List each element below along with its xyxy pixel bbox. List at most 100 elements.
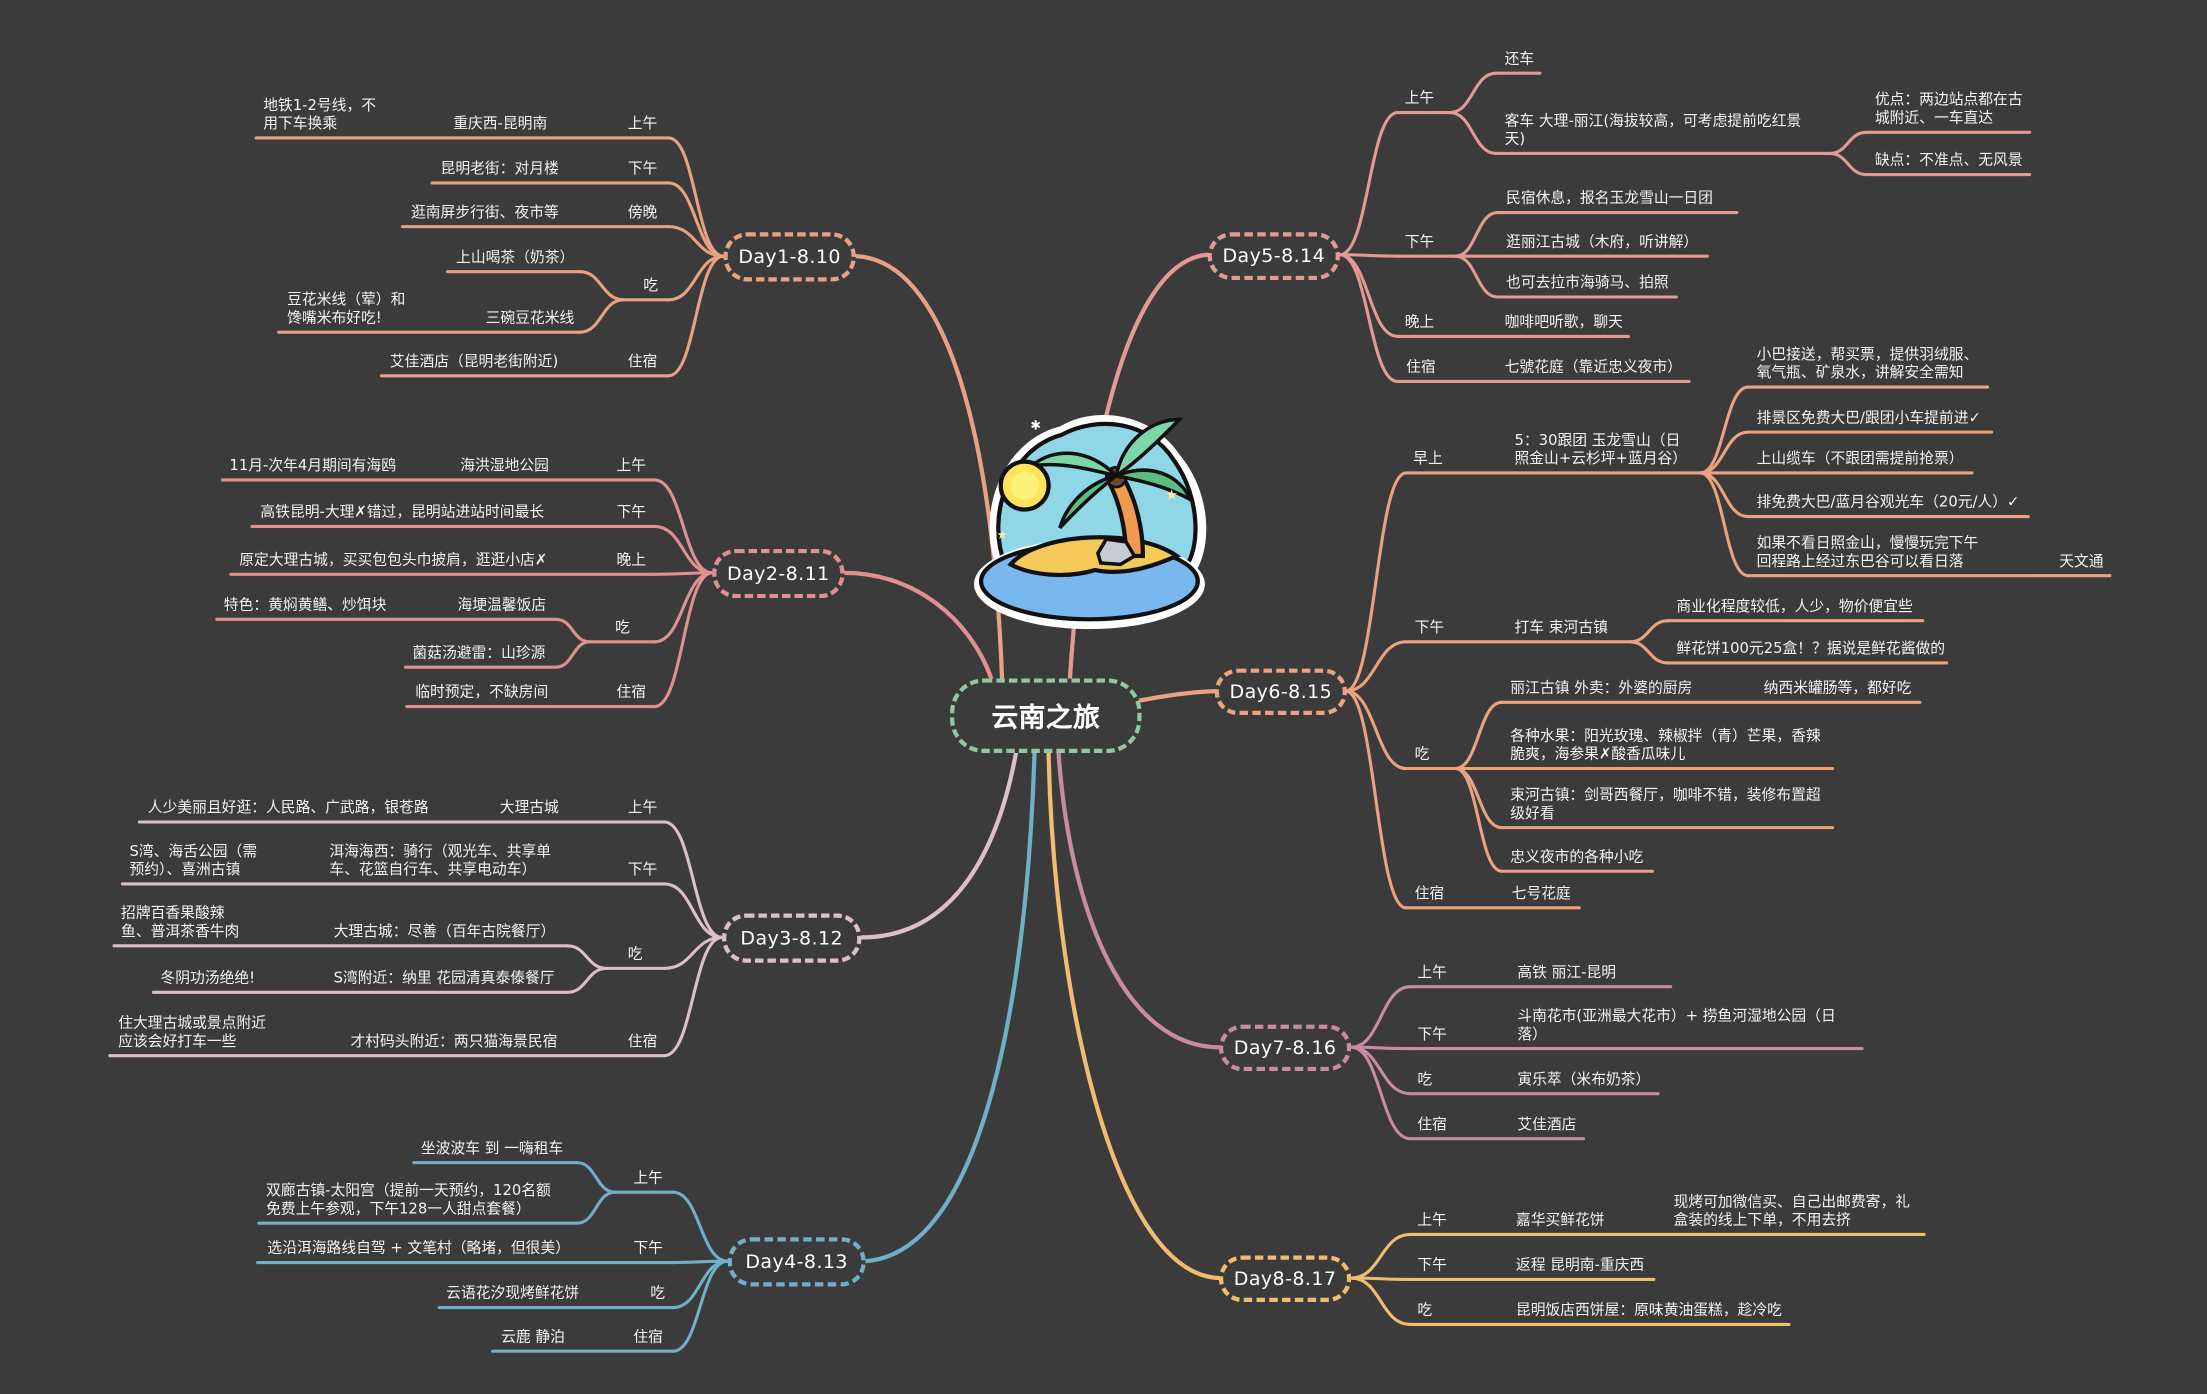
time-label[interactable]: 下午 (1417, 1026, 1447, 1043)
topic-text[interactable]: 高铁 丽江-昆明 (1517, 964, 1617, 982)
day-node-2[interactable]: Day2-8.11 (712, 548, 845, 599)
topic-text[interactable]: 高铁昆明-大理✗错过，昆明站进站时间最长 (260, 503, 545, 521)
detail-text[interactable]: 排免费大巴/蓝月谷观光车（20元/人）✓ (1756, 494, 2020, 511)
detail-text[interactable]: 缺点：不准点、无风景 (1874, 152, 2023, 169)
detail-text[interactable]: 小巴接送，帮买票，提供羽绒服、氧气瓶、矿泉水，讲解安全需知 (1756, 346, 1979, 382)
time-label[interactable]: 下午 (627, 861, 658, 879)
time-label[interactable]: 住宿 (633, 1328, 663, 1346)
note-text[interactable]: S湾、海舌公园（需预约）、喜洲古镇 (129, 843, 258, 879)
topic-text[interactable]: 返程 昆明南-重庆西 (1515, 1256, 1645, 1274)
time-label[interactable]: 下午 (627, 160, 658, 178)
topic-text[interactable]: 上山喝茶（奶茶） (456, 249, 575, 267)
day-node-8[interactable]: Day8-8.17 (1218, 1255, 1352, 1302)
detail-text[interactable]: 如果不看日照金山，慢慢玩完下午回程路上经过东巴谷可以看日落 (1756, 534, 1979, 571)
topic-text[interactable]: 大理古城：尽善（百年古院餐厅） (333, 923, 556, 941)
topic-text[interactable]: 原定大理古城，买买包包头巾披肩，逛逛小店✗ (239, 551, 548, 569)
time-label[interactable]: 晚上 (616, 551, 647, 569)
topic-text[interactable]: 七號花庭（靠近忠义夜市） (1504, 358, 1682, 376)
topic-text[interactable]: 大理古城 (499, 799, 559, 817)
topic-text[interactable]: 坐波波车 到 一嗨租车 (420, 1140, 564, 1157)
topic-text[interactable]: 打车 束河古镇 (1514, 619, 1608, 637)
topic-text[interactable]: 咖啡吧听歌，聊天 (1504, 313, 1623, 331)
time-label[interactable]: 住宿 (1417, 1116, 1447, 1134)
topic-text[interactable]: 丽江古镇 外卖：外婆的厨房 (1510, 679, 1693, 697)
time-label[interactable]: 吃 (650, 1285, 666, 1302)
note-text[interactable]: 住大理古城或景点附近应该会好打车一些 (118, 1014, 267, 1051)
topic-text[interactable]: 云语花汐现烤鲜花饼 (446, 1285, 580, 1302)
time-label[interactable]: 住宿 (1414, 885, 1445, 903)
note-text[interactable]: 纳西米罐肠等，都好吃 (1763, 679, 1912, 697)
time-label[interactable]: 下午 (616, 503, 647, 521)
note-text[interactable]: 豆花米线（荤）和馋嘴米布好吃! (287, 291, 406, 327)
topic-text[interactable]: 斗南花市(亚洲最大花市）+ 捞鱼河湿地公园（日落） (1517, 1007, 1836, 1043)
time-label[interactable]: 住宿 (627, 353, 658, 371)
topic-text[interactable]: 三碗豆花米线 (485, 309, 575, 327)
time-label[interactable]: 吃 (627, 945, 643, 963)
topic-text[interactable]: 昆明老街：对月楼 (440, 160, 559, 178)
note-text[interactable]: 冬阴功汤绝绝! (160, 969, 256, 987)
topic-text[interactable]: 重庆西-昆明南 (453, 115, 548, 133)
day-node-5[interactable]: Day5-8.14 (1207, 232, 1340, 281)
topic-text[interactable]: 菌菇汤避雷：山珍源 (412, 644, 546, 662)
topic-text[interactable]: 七号花庭 (1511, 885, 1571, 903)
time-label[interactable]: 吃 (1417, 1301, 1433, 1319)
time-label[interactable]: 上午 (1404, 90, 1435, 107)
time-label[interactable]: 上午 (633, 1169, 663, 1187)
time-label[interactable]: 吃 (615, 619, 630, 637)
detail-text[interactable]: 鲜花饼100元25盒！？据说是鲜花酱做的 (1676, 640, 1946, 658)
time-label[interactable]: 晚上 (1404, 313, 1435, 331)
topic-text[interactable]: 海埂温馨饭店 (457, 596, 547, 614)
topic-text[interactable]: 双廊古镇-太阳宫（提前一天预约，120名额免费上午参观，下午128一人甜点套餐） (266, 1182, 551, 1218)
topic-text[interactable]: 昆明饭店西饼屋：原味黄油蛋糕，趁冷吃 (1515, 1301, 1782, 1319)
time-label[interactable]: 吃 (1417, 1071, 1433, 1089)
time-label[interactable]: 住宿 (627, 1033, 658, 1051)
topic-text[interactable]: 临时预定，不缺房间 (415, 684, 549, 701)
time-label[interactable]: 上午 (627, 799, 658, 817)
time-label[interactable]: 住宿 (616, 684, 647, 701)
time-label[interactable]: 上午 (616, 457, 647, 475)
time-label[interactable]: 下午 (1404, 233, 1435, 251)
time-label[interactable]: 早上 (1413, 450, 1443, 468)
topic-text[interactable]: 还车 (1504, 50, 1535, 68)
topic-text[interactable]: 民宿休息，报名玉龙雪山一日团 (1506, 190, 1713, 207)
topic-text[interactable]: 洱海海西：骑行（观光车、共享单车、花篮自行车、共享电动车） (329, 843, 552, 879)
topic-text[interactable]: 艾佳酒店 (1517, 1116, 1577, 1134)
topic-text[interactable]: 寅乐萃（米布奶茶） (1517, 1071, 1651, 1089)
topic-text[interactable]: 束河古镇：剑哥西餐厅，咖啡不错，装修布置超级好看 (1510, 786, 1821, 822)
detail-text[interactable]: 排景区免费大巴/跟团小车提前进✓ (1756, 409, 1981, 427)
topic-text[interactable]: S湾附近：纳里 花园清真泰傣餐厅 (333, 969, 555, 987)
day-node-7[interactable]: Day7-8.16 (1218, 1024, 1352, 1072)
topic-text[interactable]: 忠义夜市的各种小吃 (1510, 848, 1644, 866)
time-label[interactable]: 吃 (1414, 745, 1430, 763)
topic-text[interactable]: 海洪湿地公园 (460, 457, 549, 475)
day-node-6[interactable]: Day6-8.15 (1214, 668, 1348, 716)
note-text[interactable]: 天文通 (2059, 553, 2104, 571)
topic-text[interactable]: 逛南屏步行街、夜市等 (410, 204, 559, 221)
topic-text[interactable]: 才村码头附近：两只猫海景民宿 (350, 1033, 558, 1051)
detail-text[interactable]: 优点：两边站点都在古城附近、一车直达 (1874, 91, 2023, 127)
day-node-4[interactable]: Day4-8.13 (727, 1237, 866, 1287)
time-label[interactable]: 住宿 (1406, 358, 1436, 376)
note-text[interactable]: 人少美丽且好逛：人民路、广武路，银苍路 (147, 799, 429, 817)
day-node-3[interactable]: Day3-8.12 (722, 913, 862, 963)
central-topic[interactable]: 云南之旅 (950, 678, 1142, 754)
day-node-1[interactable]: Day1-8.10 (723, 232, 856, 282)
note-text[interactable]: 11月-次年4月期间有海鸥 (229, 457, 396, 475)
time-label[interactable]: 下午 (1417, 1256, 1447, 1274)
time-label[interactable]: 上午 (627, 115, 658, 133)
note-text[interactable]: 特色：黄焖黄鳝、炒饵块 (223, 596, 387, 614)
topic-text[interactable]: 客车 大理-丽江(海拔较高，可考虑提前吃红景天) (1504, 112, 1802, 148)
note-text[interactable]: 现烤可加微信买、自己出邮费寄，礼盒装的线上下单，不用去挤 (1673, 1193, 1911, 1229)
detail-text[interactable]: 商业化程度较低，人少，物价便宜些 (1676, 598, 1913, 616)
topic-text[interactable]: 艾佳酒店（昆明老街附近) (389, 353, 559, 371)
topic-text[interactable]: 选沿洱海路线自驾 + 文笔村（略堵，但很美） (267, 1240, 571, 1257)
detail-text[interactable]: 上山缆车（不跟团需提前抢票） (1756, 450, 1964, 468)
time-label[interactable]: 傍晚 (627, 204, 658, 221)
time-label[interactable]: 下午 (633, 1240, 663, 1257)
topic-text[interactable]: 嘉华买鲜花饼 (1515, 1211, 1605, 1229)
topic-text[interactable]: 各种水果：阳光玫瑰、辣椒拌（青）芒果，香辣脆爽，海参果✗酸香瓜味儿 (1510, 727, 1821, 763)
topic-text[interactable]: 也可去拉市海骑马、拍照 (1506, 274, 1669, 292)
topic-text[interactable]: 5：30跟团 玉龙雪山（日照金山+云杉坪+蓝月谷） (1514, 432, 1688, 468)
note-text[interactable]: 招牌百香果酸辣鱼、普洱茶香牛肉 (121, 905, 240, 941)
time-label[interactable]: 上午 (1417, 1211, 1447, 1229)
